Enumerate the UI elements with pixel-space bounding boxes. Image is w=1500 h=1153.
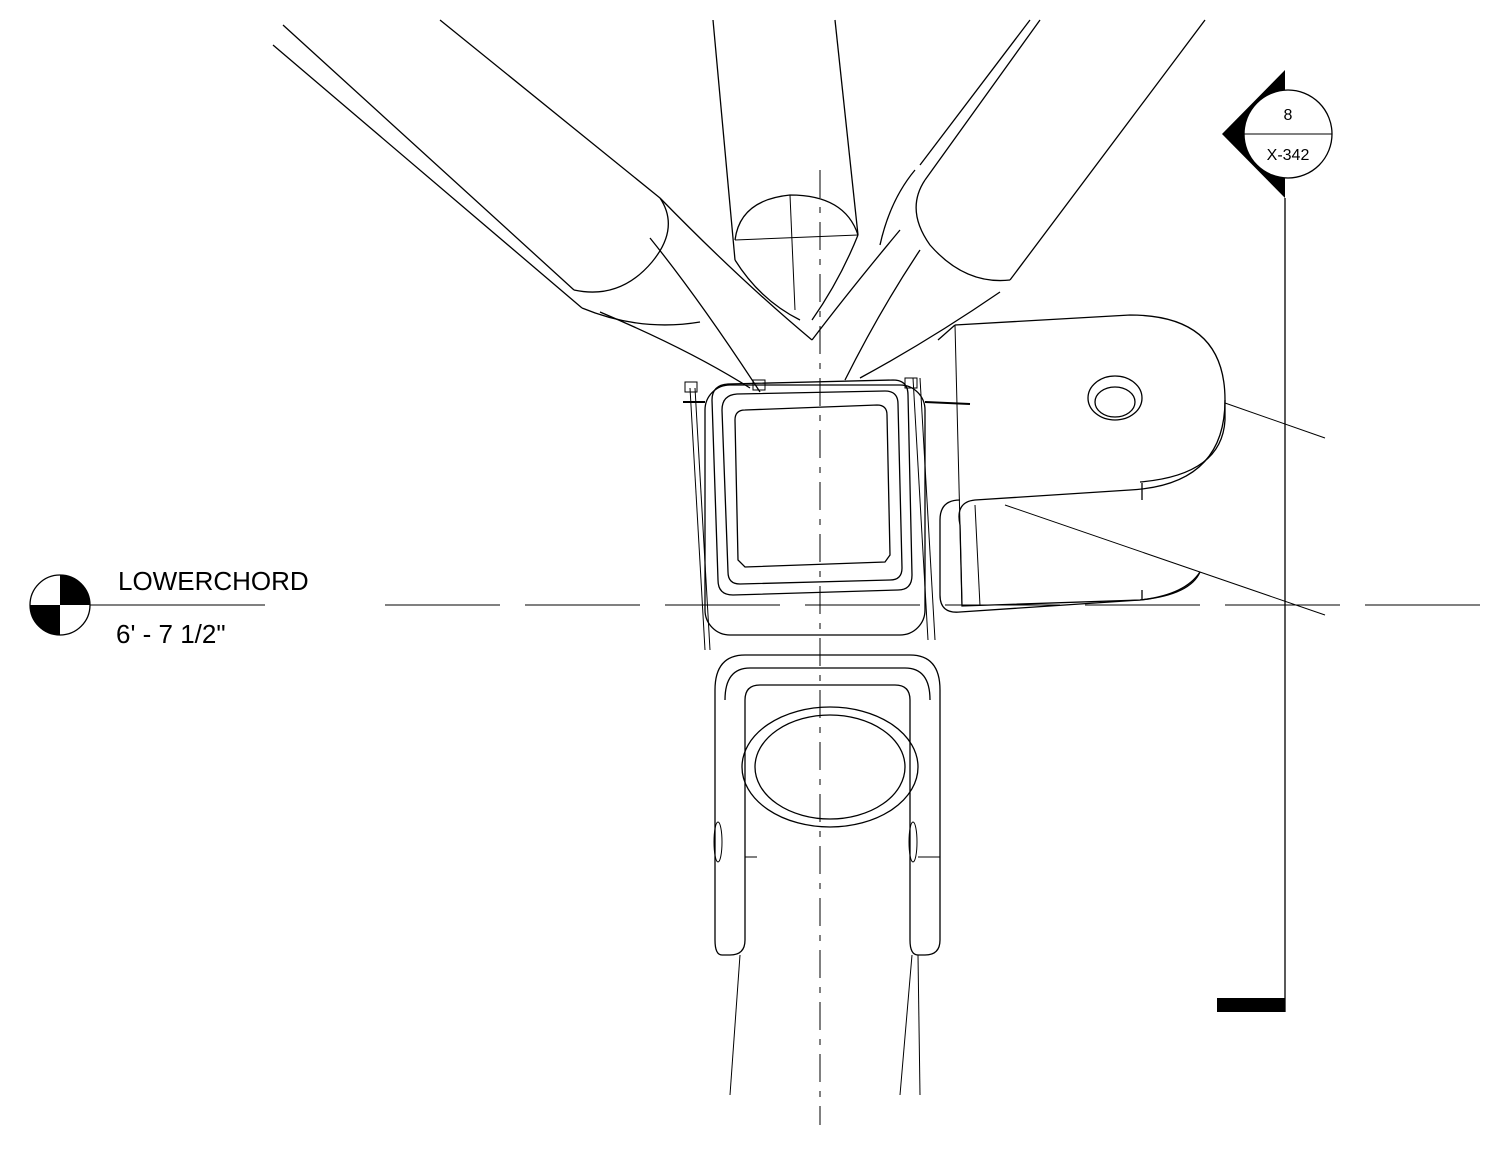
section-marker[interactable]: 8 X-342 — [1222, 70, 1333, 198]
section-number-label: 8 — [1284, 107, 1293, 124]
lug-guide-line-lower — [1004, 504, 1326, 616]
level-marker-symbol — [29, 574, 91, 636]
level-name-label: LOWERCHORD — [118, 566, 309, 596]
lower-clevis — [713, 654, 941, 956]
lower-member-lines — [729, 954, 921, 1096]
section-sheet-label: X-342 — [1267, 147, 1310, 164]
square-chord-section — [683, 377, 971, 651]
upper-right-diagonal-tube — [811, 19, 1206, 381]
upper-vertical-tube — [712, 19, 859, 321]
section-end-bar — [1217, 998, 1285, 1012]
lug-plate — [937, 314, 1226, 613]
lug-guide-line-upper — [1224, 402, 1326, 439]
level-elevation-label: 6' - 7 1/2" — [116, 619, 226, 649]
upper-left-diagonal-tube — [272, 19, 813, 393]
